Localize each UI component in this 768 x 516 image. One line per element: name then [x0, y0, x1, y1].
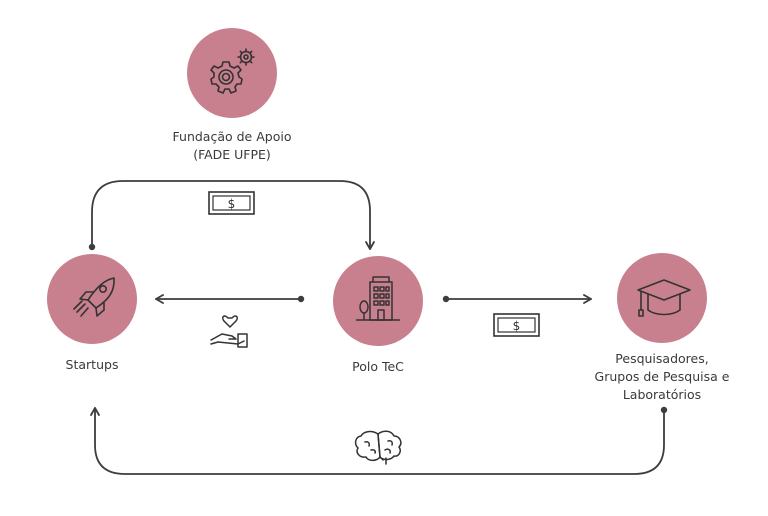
- label-startups: Startups: [65, 357, 119, 372]
- rocket-icon: [73, 277, 115, 317]
- connector-dot: [297, 295, 305, 303]
- connector-dot: [88, 243, 96, 251]
- graduation-cap-icon: [637, 279, 691, 317]
- brain-icon: [354, 430, 402, 465]
- flow-pesquisadores-to-startups: [90, 407, 665, 475]
- label-pesquisadores: Pesquisadores, Grupos de Pesquisa e Labo…: [572, 350, 752, 404]
- money-bill-icon: [208, 191, 255, 215]
- gears-icon: [210, 48, 255, 94]
- money-bill-icon: [493, 313, 540, 337]
- label-fundacao-line1: Fundação de Apoio: [172, 129, 292, 144]
- label-fundacao-line2: (FADE UFPE): [193, 147, 271, 162]
- node-startups: [47, 254, 137, 344]
- label-pesquisadores-line2: Grupos de Pesquisa e: [594, 369, 730, 384]
- label-fundacao: Fundação de Apoio (FADE UFPE): [152, 128, 312, 164]
- connector-dot: [660, 406, 668, 414]
- money-symbol-right: $: [513, 319, 521, 333]
- node-pesquisadores: [617, 253, 707, 343]
- connector-dot: [442, 295, 450, 303]
- building-icon: [356, 276, 400, 321]
- label-polo: Polo TeC: [352, 359, 404, 374]
- money-symbol-top: $: [228, 197, 236, 211]
- flow-startups-to-polo: [91, 180, 375, 250]
- label-pesquisadores-line1: Pesquisadores,: [615, 351, 709, 366]
- hand-heart-icon: [210, 315, 248, 348]
- label-pesquisadores-line3: Laboratórios: [622, 387, 702, 402]
